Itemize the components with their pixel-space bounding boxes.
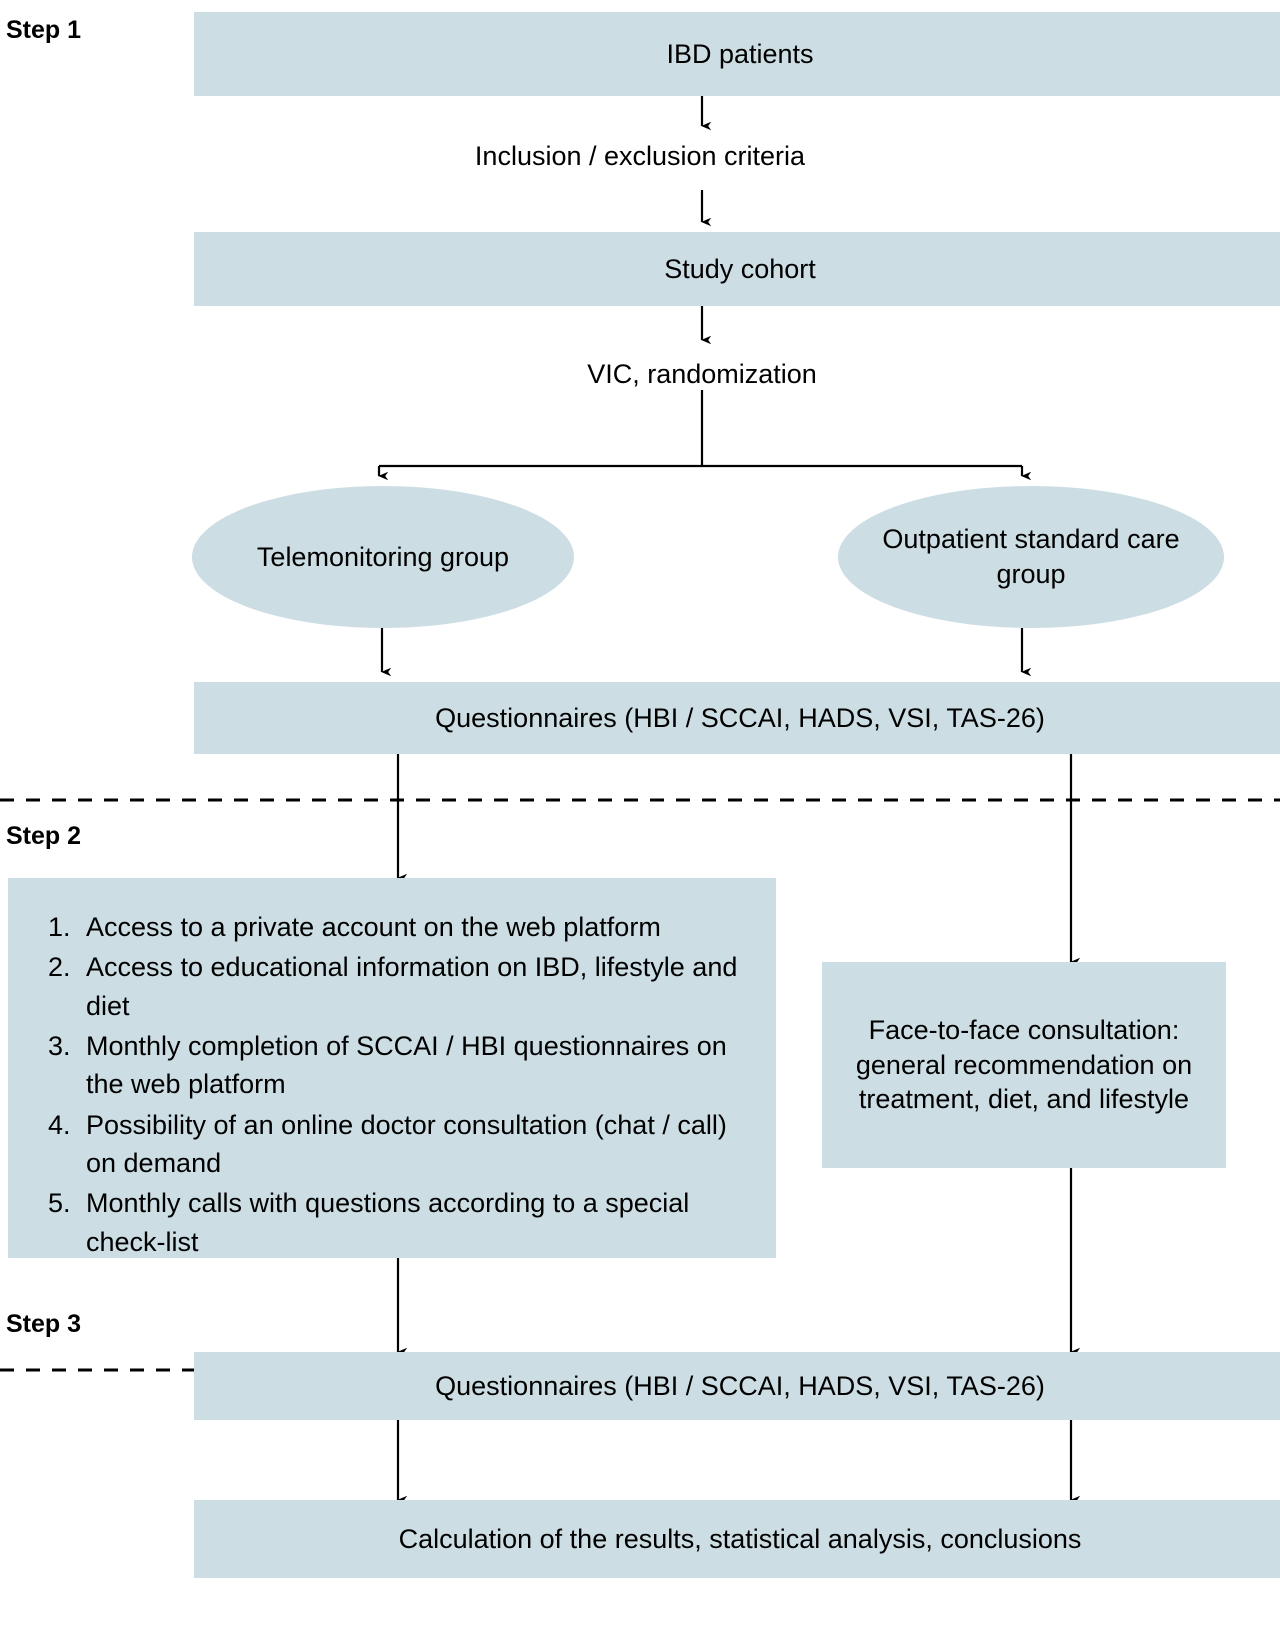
node-ibd-patients: IBD patients [194, 12, 1280, 96]
node-questionnaires-step1: Questionnaires (HBI / SCCAI, HADS, VSI, … [194, 682, 1280, 754]
node-questionnaires-step3: Questionnaires (HBI / SCCAI, HADS, VSI, … [194, 1352, 1280, 1420]
list-item: Monthly calls with questions according t… [78, 1184, 758, 1261]
node-face-to-face-consultation: Face-to-face consultation: general recom… [822, 962, 1226, 1168]
list-item: Possibility of an online doctor consulta… [78, 1106, 758, 1183]
telemonitoring-activity-list: Access to a private account on the web p… [32, 908, 758, 1261]
node-calculation-results: Calculation of the results, statistical … [194, 1500, 1280, 1578]
node-outpatient-standard-care-group: Outpatient standard care group [838, 486, 1224, 628]
node-telemonitoring-group: Telemonitoring group [192, 486, 574, 628]
list-item: Access to educational information on IBD… [78, 948, 758, 1025]
label-vic-randomization: VIC, randomization [587, 359, 817, 389]
list-item: Access to a private account on the web p… [78, 908, 758, 946]
step-1-label: Step 1 [6, 16, 82, 44]
label-inclusion-exclusion-criteria: Inclusion / exclusion criteria [474, 141, 806, 171]
node-study-cohort: Study cohort [194, 232, 1280, 306]
step-2-label: Step 2 [6, 822, 82, 850]
list-item: Monthly completion of SCCAI / HBI questi… [78, 1027, 758, 1104]
step-3-label: Step 3 [6, 1310, 82, 1338]
node-telemonitoring-activities: Access to a private account on the web p… [8, 878, 776, 1258]
